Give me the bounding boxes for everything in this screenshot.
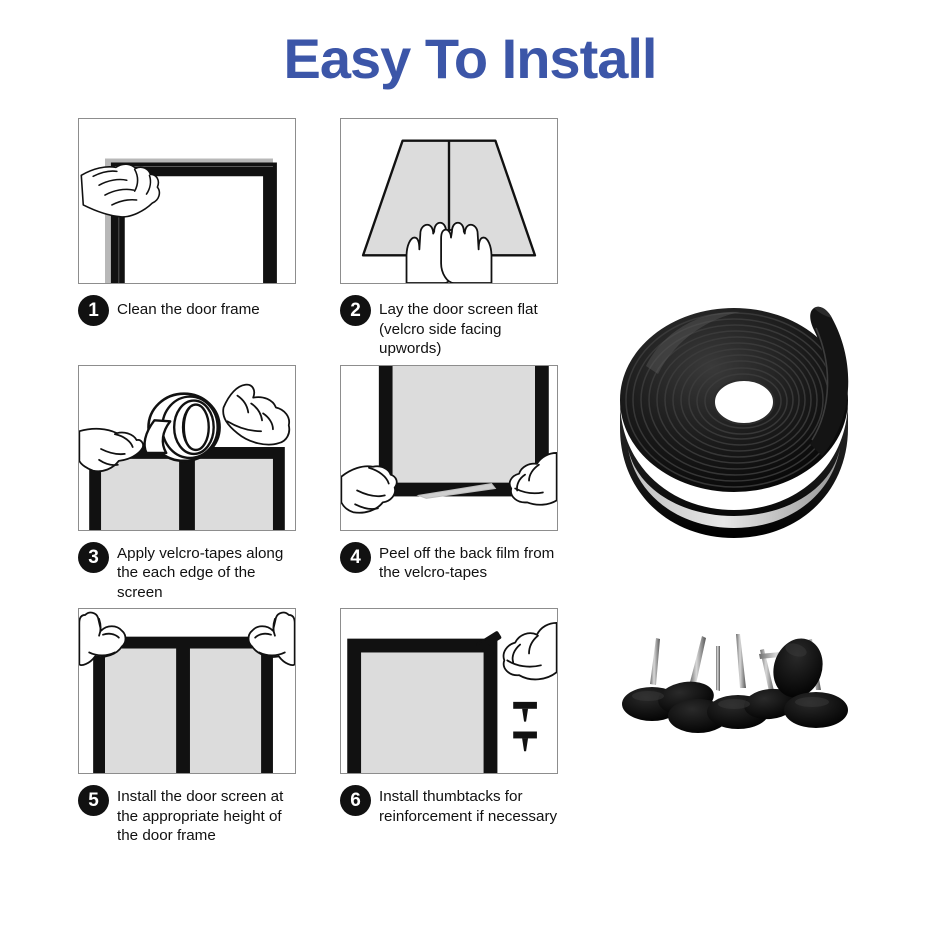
- step-1-number: 1: [78, 295, 109, 326]
- step-4-illustration: [340, 364, 558, 531]
- step-3: 3 Apply velcro-tapes along the each edge…: [78, 364, 298, 603]
- page-title: Easy To Install: [283, 27, 658, 90]
- step-1-illustration: [78, 118, 296, 284]
- step-5: 5 Install the door screen at the appropr…: [78, 608, 298, 846]
- step-4: 4 Peel off the back film from the velcro…: [340, 364, 560, 603]
- step-1-text: Clean the door frame: [117, 301, 260, 318]
- step-5-caption: 5 Install the door screen at the appropr…: [78, 784, 298, 846]
- steps-row-3: 5 Install the door screen at the appropr…: [78, 608, 578, 846]
- step-3-illustration: [78, 364, 296, 531]
- step-2-illustration: [340, 118, 558, 284]
- step-6-number: 6: [340, 785, 371, 816]
- step-6-text: Install thumbtacks for reinforcement if …: [379, 788, 558, 825]
- steps-row-2: 3 Apply velcro-tapes along the each edge…: [78, 364, 578, 603]
- step-6-caption: 6 Install thumbtacks for reinforcement i…: [340, 784, 560, 826]
- step-6: 6 Install thumbtacks for reinforcement i…: [340, 608, 560, 846]
- step-3-text: Apply velcro-tapes along the each edge o…: [117, 544, 284, 601]
- steps-row-1: 1 Clean the door frame: [78, 118, 578, 359]
- steps-grid: 1 Clean the door frame: [78, 118, 578, 852]
- step-1: 1 Clean the door frame: [78, 118, 298, 359]
- step-2-caption: 2 Lay the door screen flat (velcro side …: [340, 294, 560, 359]
- step-3-number: 3: [78, 541, 109, 573]
- step-2-text: Lay the door screen flat (velcro side fa…: [379, 301, 538, 357]
- step-6-illustration: [340, 608, 558, 774]
- step-1-caption: 1 Clean the door frame: [78, 294, 298, 326]
- step-3-caption: 3 Apply velcro-tapes along the each edge…: [78, 541, 298, 603]
- velcro-tape-roll-photo: [606, 288, 866, 573]
- step-4-text: Peel off the back film from the velcro-t…: [379, 544, 555, 582]
- step-2: 2 Lay the door screen flat (velcro side …: [340, 118, 560, 359]
- step-5-illustration: [78, 608, 296, 774]
- step-5-number: 5: [78, 785, 109, 816]
- black-thumbtacks-photo: [620, 612, 854, 744]
- step-2-number: 2: [340, 295, 371, 326]
- step-4-number: 4: [340, 541, 371, 573]
- step-5-text: Install the door screen at the appropria…: [117, 788, 284, 844]
- step-4-caption: 4 Peel off the back film from the velcro…: [340, 541, 560, 583]
